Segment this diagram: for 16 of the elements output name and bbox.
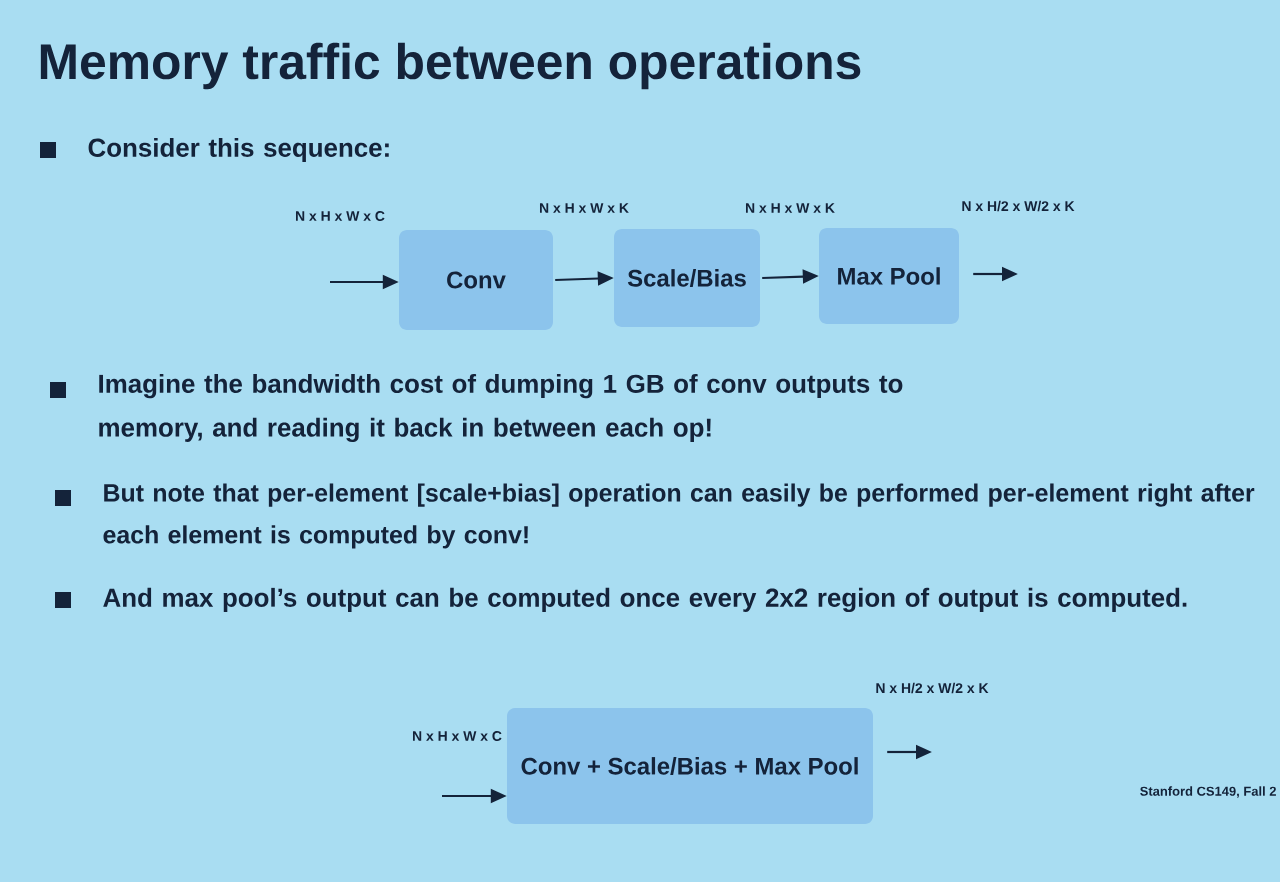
process-box: Conv	[399, 230, 553, 330]
footer-text: Stanford CS149, Fall 2	[1140, 786, 1276, 798]
dimension-label: N x H/2 x W/2 x K	[876, 682, 989, 694]
bullet-text: And max pool’s output can be computed once every 2x2 region of output is computed.	[103, 587, 1187, 613]
bullet-text: But note that per-element [scale+bias] operation can easily be performed per-element right after each element is computed by conv!	[103, 483, 1255, 549]
process-box: Max Pool	[819, 228, 959, 324]
bullet-text: Consider this sequence:	[88, 137, 389, 163]
process-box: Conv + Scale/Bias + Max Pool	[507, 708, 873, 824]
slide-title: Memory traffic between operations	[40, 42, 861, 90]
dimension-label: N x H x W x C	[296, 211, 385, 221]
dimension-label: N x H/2 x W/2 x K	[962, 200, 1075, 212]
dimension-label: N x H x W x K	[540, 203, 629, 213]
dimension-label: N x H x W x C	[413, 731, 502, 741]
dimension-label: N x H x W x K	[746, 203, 835, 213]
process-box: Scale/Bias	[614, 229, 760, 327]
bullet-text: Imagine the bandwidth cost of dumping 1 GB of conv outputs to memory, and reading it back in between each op!	[99, 373, 903, 443]
